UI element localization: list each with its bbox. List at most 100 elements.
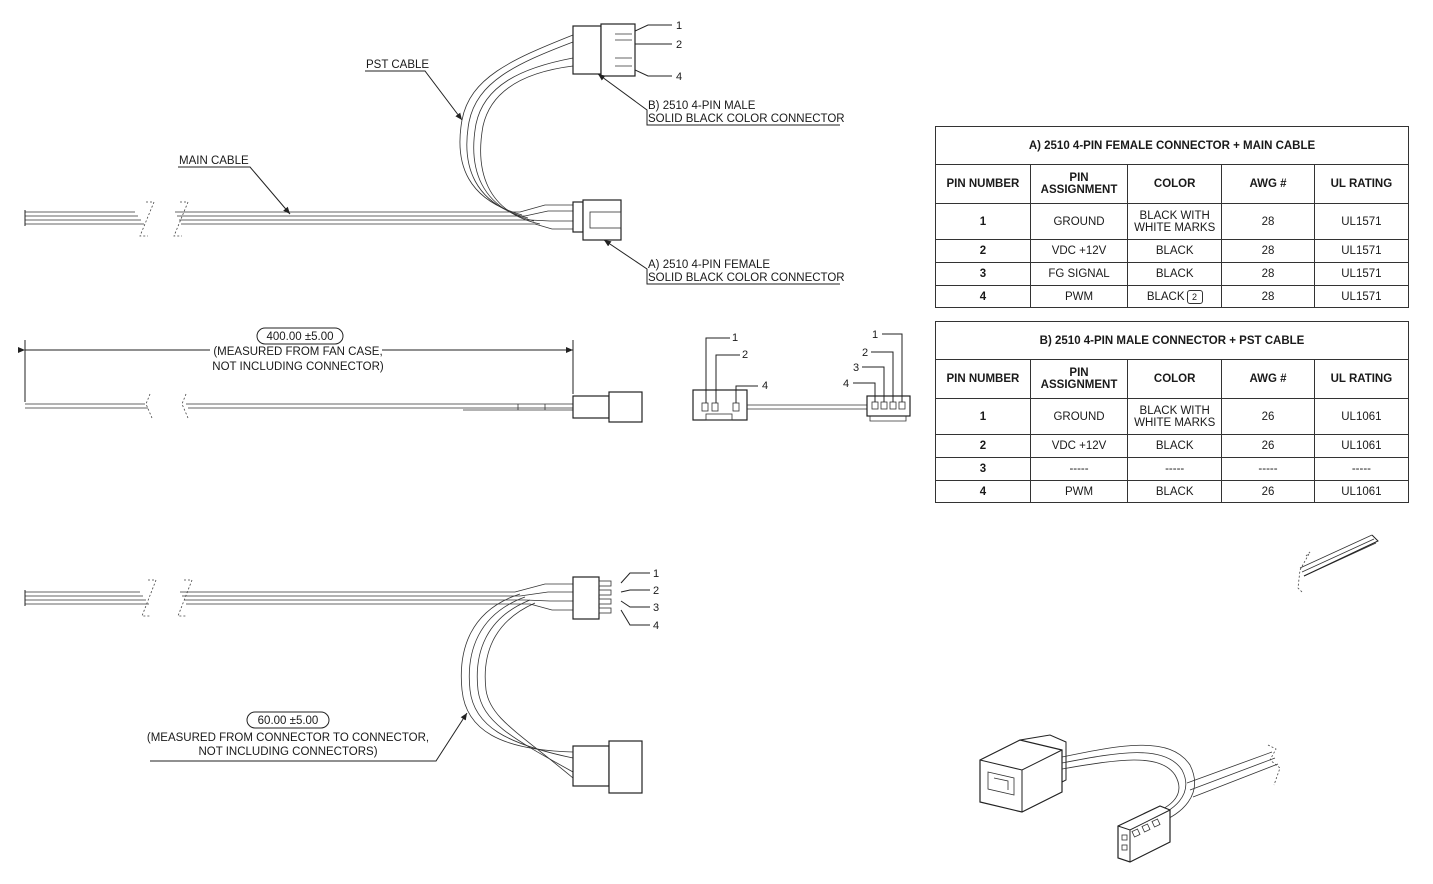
table-row: 2 VDC +12V BLACK 26 UL1061 bbox=[935, 434, 1410, 458]
pst-length-note-2: NOT INCLUDING CONNECTORS) bbox=[198, 746, 377, 758]
male-connector-b-top: 1 2 4 bbox=[572, 20, 682, 83]
bottom-pin-1: 1 bbox=[653, 568, 659, 580]
table-a-cell: UL1571 bbox=[1313, 262, 1410, 286]
table-a-header-pin-number: PIN NUMBER bbox=[935, 164, 1031, 204]
table-b-cell: BLACK bbox=[1127, 434, 1223, 458]
isometric-assembly bbox=[979, 734, 1281, 863]
table-a-title: A) 2510 4-PIN FEMALE CONNECTOR + MAIN CA… bbox=[935, 126, 1409, 165]
pst-cable-label: PST CABLE bbox=[366, 59, 429, 71]
table-b-cell: 26 bbox=[1221, 398, 1315, 435]
female-connector-label-2: SOLID BLACK COLOR CONNECTOR bbox=[648, 272, 845, 284]
table-row: 1 GROUND BLACK WITH WHITE MARKS 26 UL106… bbox=[935, 398, 1410, 435]
pinout-view: 1 2 4 1 2 3 4 bbox=[692, 329, 911, 422]
table-a-cell: BLACK bbox=[1127, 239, 1223, 263]
pst-length-note-1: (MEASURED FROM CONNECTOR TO CONNECTOR, bbox=[147, 732, 429, 744]
table-b-header-pin-assignment: PIN ASSIGNMENT bbox=[1029, 359, 1129, 399]
table-b-cell: GROUND bbox=[1029, 398, 1129, 435]
bottom-pin-3: 3 bbox=[653, 602, 659, 614]
table-b-cell: UL1061 bbox=[1313, 480, 1410, 503]
pinout-left-4: 4 bbox=[762, 380, 768, 392]
pinout-right-1: 1 bbox=[872, 329, 878, 341]
table-b-cell: ----- bbox=[1313, 457, 1410, 481]
table-a-cell: 28 bbox=[1221, 262, 1315, 286]
female-connector-a-top bbox=[572, 199, 622, 241]
table-b-cell: VDC +12V bbox=[1029, 434, 1129, 458]
table-b-cell: ----- bbox=[1127, 457, 1223, 481]
table-a-cell: BLACK WITH WHITE MARKS bbox=[1127, 203, 1223, 240]
table-b-cell: BLACK bbox=[1127, 480, 1223, 503]
table-b-header-ul-rating: UL RATING bbox=[1313, 359, 1410, 399]
table-b-header-pin-number: PIN NUMBER bbox=[935, 359, 1031, 399]
table-a-cell: 1 bbox=[935, 203, 1031, 240]
table-b-cell: UL1061 bbox=[1313, 398, 1410, 435]
table-row: 1 GROUND BLACK WITH WHITE MARKS 28 UL157… bbox=[935, 203, 1410, 240]
pst-length-dimension: 60.00 ±5.00 bbox=[258, 715, 319, 727]
table-b-cell: BLACK WITH WHITE MARKS bbox=[1127, 398, 1223, 435]
table-b-header-awg: AWG # bbox=[1221, 359, 1315, 399]
cable-end-isometric bbox=[1297, 534, 1379, 593]
main-length-note-2: NOT INCLUDING CONNECTOR) bbox=[212, 361, 384, 373]
pinout-right-2: 2 bbox=[862, 347, 868, 359]
pinout-right-3: 3 bbox=[853, 362, 859, 374]
pin-label-2: 2 bbox=[676, 39, 682, 51]
table-a-cell: 28 bbox=[1221, 285, 1315, 308]
table-b-cell: 26 bbox=[1221, 434, 1315, 458]
table-row: 3 ----- ----- ----- ----- bbox=[935, 457, 1410, 481]
table-a-cell: GROUND bbox=[1029, 203, 1129, 240]
main-length-dimension: 400.00 ±5.00 bbox=[266, 331, 333, 343]
table-a-cell: UL1571 bbox=[1313, 239, 1410, 263]
table-b-cell: 3 bbox=[935, 457, 1031, 481]
table-a-color-text: BLACK bbox=[1146, 290, 1185, 303]
top-view: 1 2 4 PST CABLE MAIN CABLE B) 2510 4-PIN… bbox=[24, 20, 845, 285]
male-connector-label-2: SOLID BLACK COLOR CONNECTOR bbox=[648, 113, 845, 125]
bottom-pin-2: 2 bbox=[653, 585, 659, 597]
table-b-cell: 26 bbox=[1221, 480, 1315, 503]
pinout-right-4: 4 bbox=[843, 378, 849, 390]
table-b-cell: ----- bbox=[1221, 457, 1315, 481]
table-b-cell: 1 bbox=[935, 398, 1031, 435]
pst-cable bbox=[459, 34, 574, 225]
main-length-note-1: (MEASURED FROM FAN CASE, bbox=[213, 346, 382, 358]
bottom-pin-4: 4 bbox=[653, 620, 659, 632]
table-b-cell: PWM bbox=[1029, 480, 1129, 503]
table-b-title: B) 2510 4-PIN MALE CONNECTOR + PST CABLE bbox=[935, 321, 1409, 360]
table-a-header-color: COLOR bbox=[1127, 164, 1223, 204]
table-a-cell: 28 bbox=[1221, 239, 1315, 263]
main-cable bbox=[24, 201, 573, 237]
table-a-cell: 2 bbox=[935, 239, 1031, 263]
side-view: 400.00 ±5.00 (MEASURED FROM FAN CASE, NO… bbox=[18, 327, 643, 423]
female-connector-label-1: A) 2510 4-PIN FEMALE bbox=[648, 259, 770, 271]
table-b-header-color: COLOR bbox=[1127, 359, 1223, 399]
table-row: 4 PWM BLACK 26 UL1061 bbox=[935, 480, 1410, 503]
table-a-header-ul-rating: UL RATING bbox=[1313, 164, 1410, 204]
table-b-cell: UL1061 bbox=[1313, 434, 1410, 458]
table-a-cell: UL1571 bbox=[1313, 285, 1410, 308]
table-a-header-awg: AWG # bbox=[1221, 164, 1315, 204]
table-a-cell: UL1571 bbox=[1313, 203, 1410, 240]
table-a-cell: VDC +12V bbox=[1029, 239, 1129, 263]
revision-mark-icon: 2 bbox=[1186, 289, 1203, 304]
table-b-cell: 4 bbox=[935, 480, 1031, 503]
table-a-cell: 4 bbox=[935, 285, 1031, 308]
table-a-header-pin-assignment: PIN ASSIGNMENT bbox=[1029, 164, 1129, 204]
table-b-cell: 2 bbox=[935, 434, 1031, 458]
pin-label-4: 4 bbox=[676, 71, 682, 83]
male-connector-label-1: B) 2510 4-PIN MALE bbox=[648, 100, 756, 112]
table-a-cell: BLACK bbox=[1127, 262, 1223, 286]
table-a-cell: FG SIGNAL bbox=[1029, 262, 1129, 286]
pinout-left-2: 2 bbox=[742, 349, 748, 361]
table-row: 2 VDC +12V BLACK 28 UL1571 bbox=[935, 239, 1410, 263]
bottom-view: 1 2 3 4 60.00 ±5.00 (MEASURED FROM CONNE… bbox=[24, 568, 659, 794]
table-a-female-connector: A) 2510 4-PIN FEMALE CONNECTOR + MAIN CA… bbox=[935, 126, 1410, 308]
pinout-left-1: 1 bbox=[732, 332, 738, 344]
pin-label-1: 1 bbox=[676, 20, 682, 32]
table-a-cell: 28 bbox=[1221, 203, 1315, 240]
main-cable-label: MAIN CABLE bbox=[179, 155, 249, 167]
table-b-cell: ----- bbox=[1029, 457, 1129, 481]
table-b-male-connector: B) 2510 4-PIN MALE CONNECTOR + PST CABLE… bbox=[935, 321, 1410, 503]
table-a-cell: PWM bbox=[1029, 285, 1129, 308]
table-row: 3 FG SIGNAL BLACK 28 UL1571 bbox=[935, 262, 1410, 286]
